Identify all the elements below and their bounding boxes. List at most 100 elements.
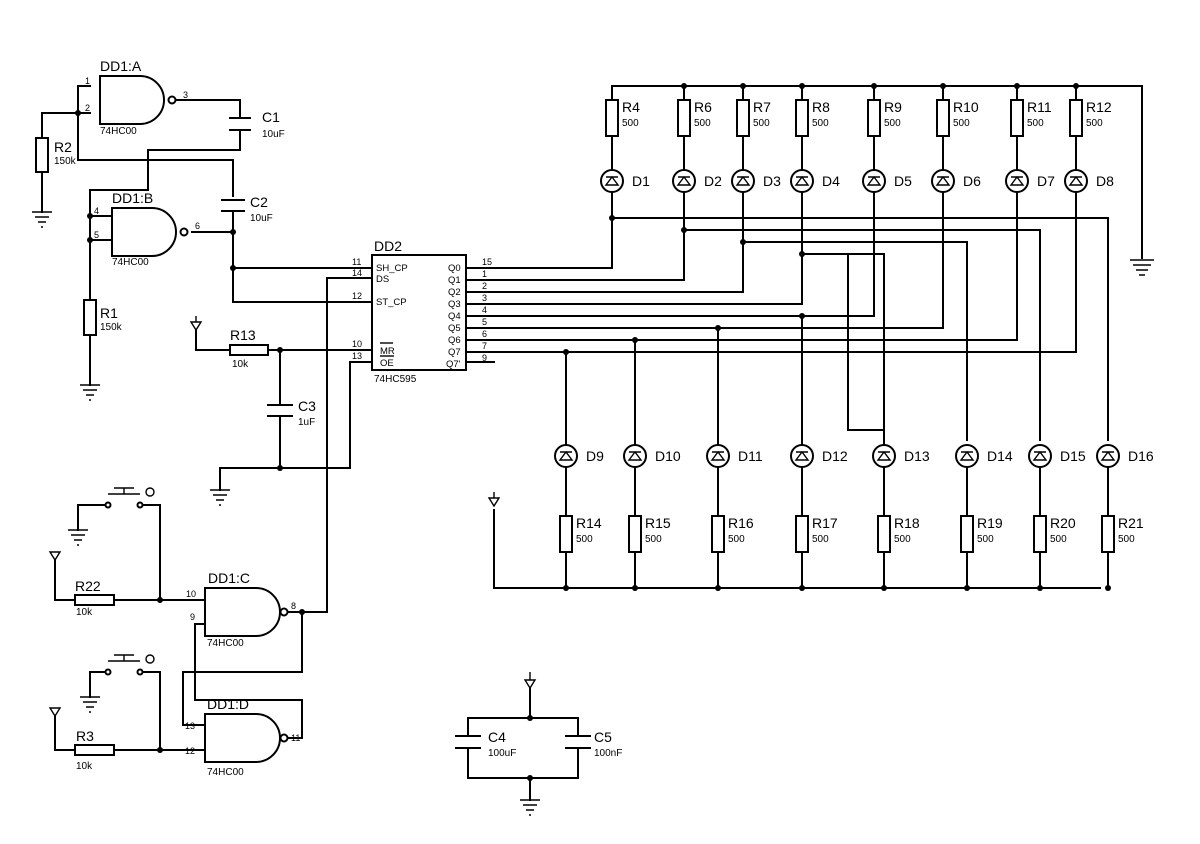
led-d8: D8 xyxy=(1064,169,1114,193)
resistor-name: R17 xyxy=(812,515,838,531)
power-arrow-icon xyxy=(189,316,203,332)
pin-label: 8 xyxy=(291,601,296,611)
led-label: D7 xyxy=(1037,173,1055,189)
pin-signal-q1: Q1 xyxy=(448,275,461,286)
junction-dot xyxy=(799,313,805,319)
ground-symbol xyxy=(520,799,540,816)
led-label: D8 xyxy=(1096,173,1114,189)
led-d4: D4 xyxy=(790,169,840,193)
led-body xyxy=(1005,169,1029,193)
gate-part: 74HC00 xyxy=(100,126,137,137)
junction-dot xyxy=(632,585,638,591)
resistor-name: R13 xyxy=(230,327,256,343)
led-d1: D1 xyxy=(600,169,650,193)
gate-name: DD1:C xyxy=(208,570,250,586)
tap-wire xyxy=(683,229,1041,441)
resistor-body xyxy=(711,515,725,553)
diode-icon xyxy=(604,175,620,186)
diode-icon xyxy=(1068,175,1084,186)
pin-label: 4 xyxy=(94,206,99,216)
pin-number: 3 xyxy=(482,293,487,303)
resistor-body xyxy=(605,99,619,137)
resistor-name: R6 xyxy=(694,99,712,115)
capacitor-name: C1 xyxy=(262,109,280,125)
resistor-value: 500 xyxy=(1050,534,1067,545)
oscillator-section: DD1:A 74HC00 1 2 3 DD1:B 74HC00 4 5 6 R2… xyxy=(32,58,373,401)
resistor-name: R4 xyxy=(622,99,640,115)
pin-label: 3 xyxy=(183,90,188,100)
pin-number: 1 xyxy=(482,269,487,279)
led-d6: D6 xyxy=(931,169,981,193)
led-d2: D2 xyxy=(672,169,722,193)
pin-number: 15 xyxy=(482,257,492,267)
led-d13: D13 xyxy=(872,444,930,468)
junction-dot xyxy=(632,337,638,343)
junction-dot xyxy=(881,585,887,591)
junction-dot xyxy=(1073,83,1079,89)
led-label: D9 xyxy=(586,448,604,464)
pin-signal-q7-prime: Q7' xyxy=(446,359,461,370)
resistor-body xyxy=(1069,99,1083,137)
led-label: D2 xyxy=(704,173,722,189)
reset-network: R13 10k C3 1uF xyxy=(189,316,351,506)
led-d16: D16 xyxy=(1096,444,1154,468)
led-d10: D10 xyxy=(623,444,681,468)
ground-symbol xyxy=(80,696,100,713)
pin-signal-q5: Q5 xyxy=(448,323,461,334)
led-d9: D9 xyxy=(554,444,604,468)
resistor-body xyxy=(1033,515,1047,553)
capacitor-value: 10uF xyxy=(262,129,285,140)
bottom-led-array: R14500D9R15500D10R16500D11R17500D12R1850… xyxy=(487,444,1154,591)
resistor-value: 500 xyxy=(576,534,593,545)
gate-name: DD1:D xyxy=(207,696,249,712)
resistor-name: R12 xyxy=(1086,99,1112,115)
nand-gate-dd1a: DD1:A 74HC00 1 2 3 xyxy=(85,58,188,137)
diode-icon xyxy=(1032,450,1048,461)
capacitor-c1: C1 10uF xyxy=(229,109,285,140)
junction-dot xyxy=(1105,585,1111,591)
pin-number: 12 xyxy=(352,291,362,301)
resistor-value: 500 xyxy=(812,534,829,545)
led-body xyxy=(554,444,578,468)
resistor-body xyxy=(795,99,809,137)
diode-icon xyxy=(1009,175,1025,186)
resistor-name: R18 xyxy=(894,515,920,531)
led-body xyxy=(1096,444,1120,468)
resistor-body xyxy=(960,515,974,553)
resistor-body xyxy=(677,99,691,137)
resistor-value: 10k xyxy=(76,761,93,772)
pin-number: 13 xyxy=(352,351,362,361)
diode-icon xyxy=(1100,450,1116,461)
push-button xyxy=(104,487,155,509)
led-label: D6 xyxy=(963,173,981,189)
capacitor-value: 100nF xyxy=(594,748,622,759)
resistor-name: R19 xyxy=(977,515,1003,531)
pin-signal-q0: Q0 xyxy=(448,263,461,274)
junction-dot xyxy=(681,83,687,89)
junction-dot xyxy=(871,83,877,89)
pin-signal-q7: Q7 xyxy=(448,347,461,358)
gate-name: DD1:B xyxy=(112,190,153,206)
resistor-name: R15 xyxy=(645,515,671,531)
nand-gate-dd1b: DD1:B 74HC00 4 5 6 xyxy=(94,190,200,268)
diode-icon xyxy=(866,175,882,186)
led-label: D5 xyxy=(894,173,912,189)
capacitor-name: C2 xyxy=(250,194,268,210)
pin-number: 2 xyxy=(482,281,487,291)
pin-signal-q6: Q6 xyxy=(448,335,461,346)
led-body xyxy=(955,444,979,468)
resistor-value: 500 xyxy=(977,534,994,545)
led-body xyxy=(731,169,755,193)
diode-icon xyxy=(676,175,692,186)
resistor-body xyxy=(628,515,642,553)
diode-icon xyxy=(794,450,810,461)
